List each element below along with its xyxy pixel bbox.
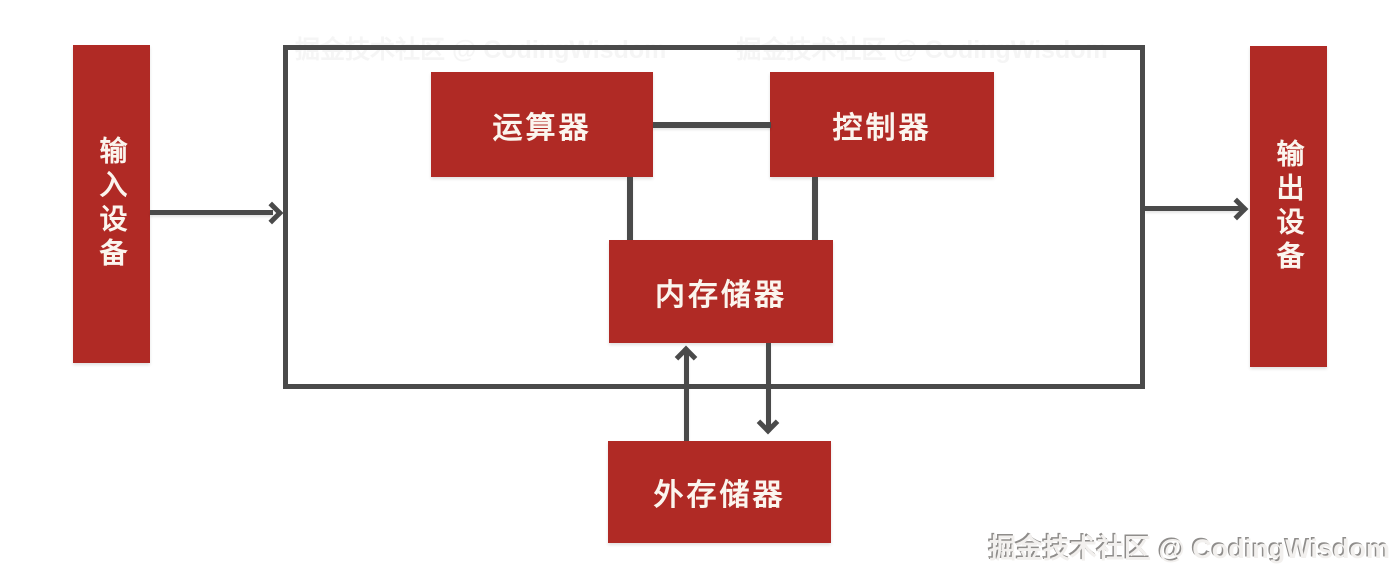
node-output-device: 输出设备 [1250, 46, 1327, 367]
arrowhead-memory-to-extmem [756, 411, 780, 435]
edge-extmem-to-memory [684, 351, 689, 441]
node-alu-label: 运算器 [492, 111, 592, 145]
edge-alu-memory [627, 177, 633, 241]
node-control-unit: 控制器 [770, 72, 994, 177]
arrowhead-input-to-host [260, 201, 284, 225]
watermark-text: 掘金技术社区 @ CodingWisdom [988, 534, 1390, 564]
edge-host-to-output [1145, 206, 1242, 211]
node-control-unit-label: 控制器 [832, 111, 932, 145]
node-alu: 运算器 [431, 72, 653, 177]
edge-input-to-host [150, 210, 273, 215]
node-main-memory-label: 内存储器 [655, 278, 787, 312]
host-boundary-box [283, 45, 1145, 389]
edge-memory-to-extmem [766, 343, 771, 428]
node-main-memory: 内存储器 [609, 240, 833, 343]
node-input-device-label: 输入设备 [96, 136, 128, 272]
node-external-memory: 外存储器 [608, 441, 831, 543]
node-output-device-label: 输出设备 [1273, 138, 1305, 275]
node-external-memory-label: 外存储器 [653, 479, 786, 512]
node-input-device: 输入设备 [73, 45, 150, 363]
edge-alu-control [653, 122, 771, 128]
arrowhead-host-to-output [1225, 197, 1249, 221]
edge-control-memory [812, 177, 818, 241]
